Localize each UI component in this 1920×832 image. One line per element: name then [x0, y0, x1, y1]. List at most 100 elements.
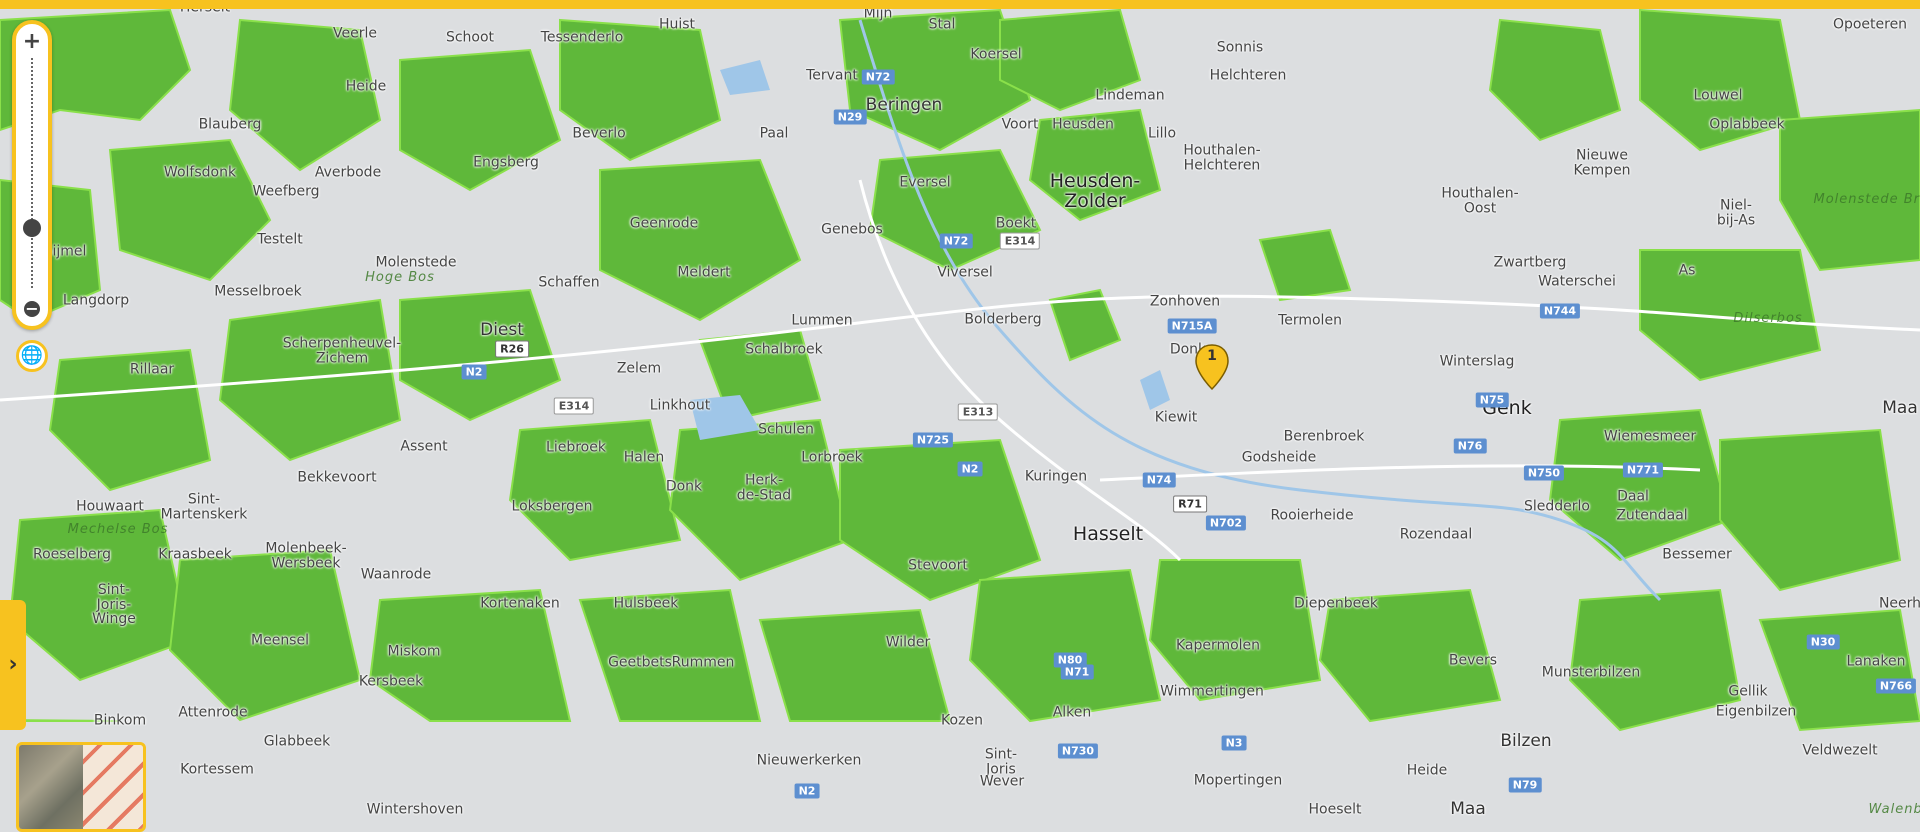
- place-label: Meldert: [677, 264, 731, 281]
- place-label: Miskom: [387, 643, 441, 660]
- forest-areas: [0, 8, 1920, 732]
- place-label: Liebroek: [546, 439, 606, 456]
- location-marker[interactable]: 1: [1192, 343, 1232, 393]
- place-label: Godsheide: [1241, 449, 1317, 466]
- place-label: Scherpenheuvel- Zichem: [282, 335, 402, 366]
- road-shield: N750: [1523, 465, 1565, 481]
- place-label: Kapermolen: [1175, 637, 1261, 654]
- place-label: Mechelse Bos: [67, 522, 169, 538]
- place-label: Sledderlo: [1524, 498, 1590, 515]
- place-label: Voort: [1001, 116, 1039, 133]
- place-label: Neerh: [1878, 595, 1920, 612]
- road-shield: N744: [1539, 303, 1581, 319]
- place-label: Glabbeek: [263, 733, 331, 750]
- place-label: Veldwezelt: [1802, 742, 1878, 759]
- place-label: Huist: [658, 16, 696, 33]
- place-label: Donk: [665, 478, 703, 495]
- place-label: Walenbos: [1868, 802, 1920, 818]
- road-shield: N2: [794, 783, 820, 799]
- road-shield: N771: [1622, 462, 1664, 478]
- place-label: Eigenbilzen: [1715, 703, 1797, 720]
- place-label: Geenrode: [629, 215, 699, 232]
- place-label: Sint- Joris- Winge: [92, 581, 136, 628]
- place-label: Eversel: [899, 174, 951, 191]
- road-shield: N766: [1875, 678, 1917, 694]
- place-label: Nieuwerkerken: [756, 752, 862, 769]
- road-shield: N715A: [1167, 318, 1217, 334]
- place-label: Hoeselt: [1308, 801, 1362, 818]
- place-label: Gijmel: [41, 243, 87, 260]
- place-label: Daal: [1617, 488, 1649, 505]
- place-label: Sint- Martenskerk: [160, 491, 248, 522]
- place-label: Lummen: [791, 312, 853, 329]
- place-label: Diest: [480, 320, 524, 341]
- place-label: Hasselt: [1072, 523, 1144, 546]
- road-shield: E314: [999, 232, 1041, 250]
- map-pin-icon: [1195, 344, 1229, 391]
- place-label: Lillo: [1147, 125, 1177, 142]
- place-label: Zutendaal: [1616, 507, 1688, 524]
- place-label: Sonnis: [1216, 39, 1264, 56]
- place-label: Berenbroek: [1283, 428, 1365, 445]
- place-label: Gellik: [1728, 683, 1768, 700]
- road-shield: N75: [1475, 392, 1509, 408]
- roads: [0, 179, 1920, 562]
- zoom-slider-track[interactable]: [31, 58, 33, 288]
- place-label: Dilserbos: [1733, 311, 1803, 327]
- place-label: Stal: [928, 16, 956, 33]
- place-label: Wintershoven: [366, 801, 464, 818]
- place-label: Heide: [1406, 762, 1448, 779]
- orientation-button[interactable]: 🌐: [16, 340, 48, 372]
- place-label: Helchteren: [1209, 67, 1287, 84]
- place-label: Stevoort: [908, 557, 968, 574]
- place-label: Bilzen: [1500, 731, 1552, 752]
- place-label: Zwartberg: [1493, 254, 1567, 271]
- place-label: Loksbergen: [511, 498, 593, 515]
- place-label: Kortessem: [180, 761, 254, 778]
- place-label: Binkom: [93, 712, 147, 729]
- basemap-switcher[interactable]: [16, 742, 146, 832]
- place-label: Langdorp: [62, 292, 130, 309]
- place-label: Alken: [1052, 704, 1092, 721]
- zoom-control[interactable]: + −: [12, 20, 52, 330]
- road-shield: N2: [461, 364, 487, 380]
- road-shield: E314: [553, 397, 595, 415]
- place-label: Molenstede Broek: [1813, 192, 1920, 208]
- road-shield: N730: [1057, 743, 1099, 759]
- place-label: Rozendaal: [1399, 526, 1473, 543]
- place-label: Diepenbeek: [1294, 595, 1378, 612]
- place-label: Kersbeek: [358, 673, 424, 690]
- place-label: Kortenaken: [480, 595, 560, 612]
- road-shield: N72: [861, 69, 895, 85]
- place-label: Louwel: [1693, 87, 1743, 104]
- place-label: Lanaken: [1846, 653, 1906, 670]
- cadastral-preview: [83, 745, 143, 829]
- place-label: Kuringen: [1024, 468, 1088, 485]
- road-shield: R26: [495, 340, 529, 358]
- place-label: Waterschei: [1538, 273, 1616, 290]
- road-shield: N30: [1806, 634, 1840, 650]
- place-label: Engsberg: [473, 154, 539, 171]
- place-label: Tessenderlo: [540, 29, 624, 46]
- place-label: Schaffen: [538, 274, 600, 291]
- zoom-slider-thumb[interactable]: [23, 219, 41, 237]
- place-label: Molenstede: [375, 254, 457, 271]
- road-shield: E313: [957, 403, 999, 421]
- road-shield: N2: [957, 461, 983, 477]
- place-label: Roeselberg: [33, 546, 111, 563]
- place-label: Molenbeek- Wersbeek: [265, 540, 347, 571]
- panel-toggle-button[interactable]: ›: [0, 600, 26, 730]
- zoom-out-button[interactable]: −: [16, 294, 48, 322]
- place-label: Viversel: [937, 264, 993, 281]
- place-label: Veerle: [333, 25, 377, 42]
- road-shield: N725: [912, 432, 954, 448]
- place-label: Blauberg: [198, 116, 262, 133]
- place-label: Weefberg: [252, 183, 320, 200]
- zoom-in-button[interactable]: +: [22, 29, 42, 54]
- place-label: Messelbroek: [214, 283, 302, 300]
- place-label: Lindeman: [1095, 87, 1165, 104]
- place-label: Herk- de-Stad: [736, 472, 792, 503]
- place-label: Niel- bij-As: [1716, 197, 1756, 228]
- place-label: Paal: [759, 125, 789, 142]
